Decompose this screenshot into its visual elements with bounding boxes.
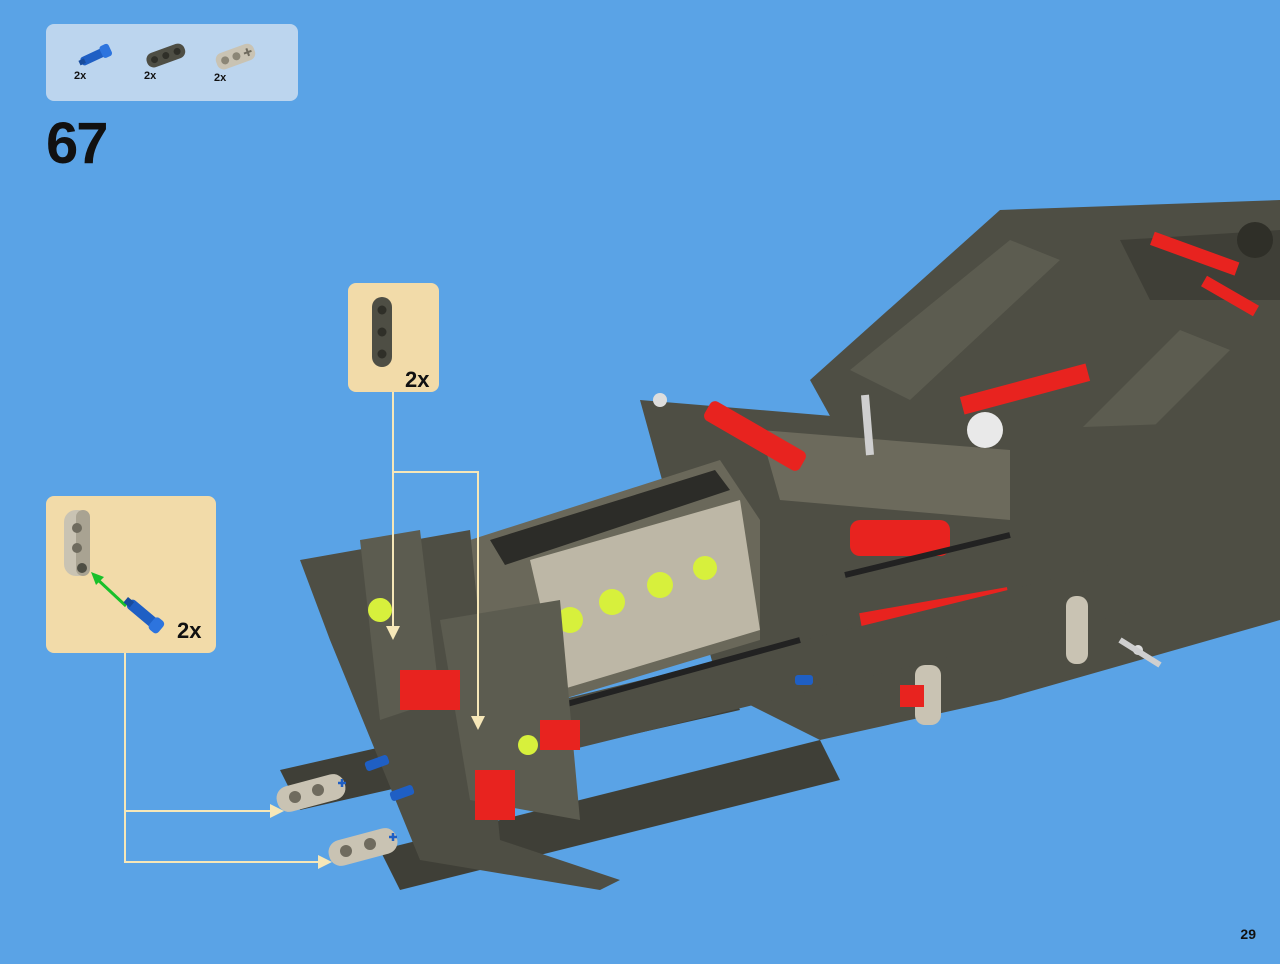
light-grey-connector-icon: [215, 43, 256, 70]
guide-arrowheads: [270, 626, 485, 869]
blue-axle-pin-icon: [78, 43, 113, 66]
page-number: 29: [1240, 926, 1256, 942]
callout-qty: 2x: [177, 618, 202, 643]
dark-grey-beam-icon: [146, 43, 186, 68]
part-dark-grey-beam: 2x: [136, 36, 196, 86]
guide-lines: [124, 392, 479, 863]
parts-list-panel: 2x 2x 2x: [46, 24, 298, 101]
part-qty: 2x: [74, 70, 87, 82]
part-light-grey-connector: 2x: [206, 36, 266, 86]
dark-grey-beam-icon: [372, 297, 392, 367]
callout-qty: 2x: [405, 367, 430, 392]
callout-connector-with-pin: 2x: [46, 496, 216, 653]
callout-dark-beam: 2x: [348, 283, 439, 392]
part-qty: 2x: [214, 72, 227, 84]
step-number: 67: [46, 111, 108, 176]
part-blue-axle-pin: 2x: [66, 36, 126, 86]
chassis-assembly: [276, 200, 1280, 890]
connector-with-pin-icon: [64, 510, 165, 634]
part-qty: 2x: [144, 70, 157, 82]
